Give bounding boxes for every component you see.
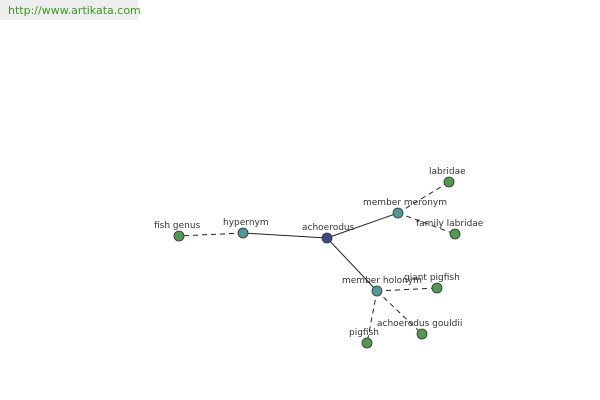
node-label-achoerodus: achoerodus	[302, 223, 355, 233]
node-family-labridae[interactable]	[449, 228, 461, 240]
graph-edges	[178, 181, 456, 344]
edge-achoerodus-to-member-holonym	[326, 237, 378, 292]
node-member-meronym[interactable]	[392, 207, 404, 219]
edge-hypernym-to-fish-genus	[178, 232, 244, 237]
edge-achoerodus-to-member-meronym	[326, 212, 399, 239]
node-hypernym[interactable]	[237, 227, 249, 239]
node-label-hypernym: hypernym	[223, 218, 269, 228]
graph-nodes	[173, 176, 461, 349]
node-member-holonym[interactable]	[371, 285, 383, 297]
node-label-giant-pigfish: giant pigfish	[404, 273, 460, 283]
node-achoerodus-gouldii[interactable]	[416, 328, 428, 340]
edge-member-meronym-to-labridae	[397, 181, 450, 214]
edge-achoerodus-to-hypernym	[242, 232, 328, 239]
node-label-family-labridae: family labridae	[416, 219, 484, 229]
node-pigfish[interactable]	[361, 337, 373, 349]
edge-member-meronym-to-family-labridae	[397, 212, 456, 235]
url-banner: http://www.artikata.com	[0, 0, 141, 20]
graph-labels: achoerodus hypernym member meronym member h…	[154, 167, 484, 338]
node-achoerodus[interactable]	[321, 232, 333, 244]
node-label-fish-genus: fish genus	[154, 221, 201, 231]
node-label-member-meronym: member meronym	[363, 198, 447, 208]
site-url-link[interactable]: http://www.artikata.com	[8, 4, 141, 17]
node-label-labridae: labridae	[429, 167, 466, 177]
node-label-pigfish: pigfish	[349, 328, 379, 338]
node-giant-pigfish[interactable]	[431, 282, 443, 294]
edge-member-holonym-to-giant-pigfish	[376, 287, 438, 292]
node-fish-genus[interactable]	[173, 230, 185, 242]
node-label-achoerodus-gouldii: achoerodus gouldii	[377, 319, 462, 329]
edge-member-holonym-to-achoerodus-gouldii	[376, 290, 423, 335]
node-labridae[interactable]	[443, 176, 455, 188]
node-label-member-holonym: member holonym	[342, 276, 422, 286]
